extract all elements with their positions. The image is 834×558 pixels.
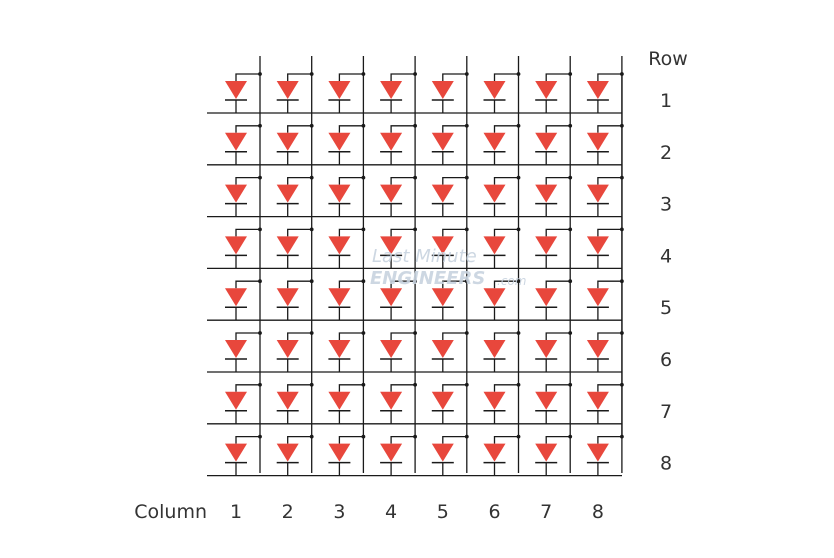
row-label-7: 7 [660, 401, 672, 423]
led-r4-c4 [380, 227, 417, 269]
led-r6-c7 [535, 331, 573, 372]
led-r8-c3 [328, 434, 366, 476]
led-r5-c3 [328, 279, 366, 321]
led-r3-c1 [225, 175, 262, 217]
row-label-4: 4 [660, 245, 672, 267]
led-r6-c4 [380, 331, 417, 372]
column-label-2: 2 [282, 501, 294, 523]
led-r5-c8 [586, 279, 624, 321]
led-r3-c7 [535, 175, 573, 217]
column-label-5: 5 [437, 501, 449, 523]
led-r6-c8 [586, 331, 624, 372]
led-r7-c2 [276, 382, 314, 424]
led-r1-c8 [586, 72, 624, 113]
row-label-6: 6 [660, 349, 672, 371]
column-labels: 1 2 3 4 5 6 7 8 [230, 501, 604, 523]
led-r8-c2 [276, 434, 314, 476]
led-r7-c5 [431, 382, 469, 424]
led-r4-c3 [328, 227, 366, 269]
led-r2-c3 [328, 123, 366, 165]
led-r3-c2 [276, 175, 314, 217]
led-r1-c3 [328, 72, 366, 113]
led-r2-c6 [483, 123, 521, 165]
led-r5-c5 [431, 279, 469, 321]
led-r7-c3 [328, 382, 366, 424]
led-r8-c4 [380, 434, 417, 476]
column-heading: Column [134, 501, 207, 523]
led-r6-c1 [225, 331, 262, 372]
led-r5-c4 [380, 279, 417, 321]
led-r3-c5 [431, 175, 469, 217]
led-r7-c8 [586, 382, 624, 424]
led-r1-c7 [535, 72, 573, 113]
led-r4-c7 [535, 227, 573, 269]
watermark-suffix: .com [497, 274, 526, 288]
row-labels: 1 2 3 4 5 6 7 8 [660, 90, 672, 475]
row-label-2: 2 [660, 142, 672, 164]
led-r4-c5 [431, 227, 469, 269]
row-label-1: 1 [660, 90, 672, 112]
led-r6-c6 [483, 331, 521, 372]
led-r8-c5 [431, 434, 469, 476]
row-label-5: 5 [660, 297, 672, 319]
column-label-4: 4 [385, 501, 397, 523]
watermark-line2: ENGINEERS [370, 268, 485, 289]
led-r2-c8 [586, 123, 624, 165]
watermark-line1: Last Minute [372, 246, 477, 267]
led-r4-c8 [586, 227, 624, 269]
led-r3-c4 [380, 175, 417, 217]
row-label-3: 3 [660, 194, 672, 216]
led-grid [225, 72, 624, 476]
column-label-1: 1 [230, 501, 242, 523]
led-r8-c6 [483, 434, 521, 476]
led-r8-c7 [535, 434, 573, 476]
led-r4-c2 [276, 227, 314, 269]
led-r7-c7 [535, 382, 573, 424]
led-r1-c5 [431, 72, 469, 113]
column-label-7: 7 [540, 501, 552, 523]
row-label-8: 8 [660, 453, 672, 475]
led-r4-c6 [483, 227, 521, 269]
led-r7-c4 [380, 382, 417, 424]
watermark-logo: Last Minute ENGINEERS .com [370, 246, 526, 289]
led-r4-c1 [225, 227, 262, 269]
column-label-3: 3 [333, 501, 345, 523]
led-r5-c6 [483, 279, 521, 321]
led-r3-c3 [328, 175, 366, 217]
led-r6-c3 [328, 331, 366, 372]
led-r1-c4 [380, 72, 417, 113]
led-r1-c2 [276, 72, 314, 113]
led-r2-c7 [535, 123, 573, 165]
led-r2-c1 [225, 123, 262, 165]
led-r8-c8 [586, 434, 624, 476]
led-r5-c7 [535, 279, 573, 321]
led-r1-c1 [225, 72, 262, 113]
led-r5-c2 [276, 279, 314, 321]
led-r6-c2 [276, 331, 314, 372]
led-r8-c1 [225, 434, 262, 476]
led-r7-c6 [483, 382, 521, 424]
led-r5-c1 [225, 279, 262, 321]
led-r7-c1 [225, 382, 262, 424]
led-r3-c6 [483, 175, 521, 217]
led-r3-c8 [586, 175, 624, 217]
column-label-8: 8 [592, 501, 604, 523]
led-r2-c4 [380, 123, 417, 165]
row-heading: Row [648, 48, 688, 70]
led-r6-c5 [431, 331, 469, 372]
column-label-6: 6 [488, 501, 500, 523]
led-r2-c2 [276, 123, 314, 165]
led-r2-c5 [431, 123, 469, 165]
led-r1-c6 [483, 72, 521, 113]
